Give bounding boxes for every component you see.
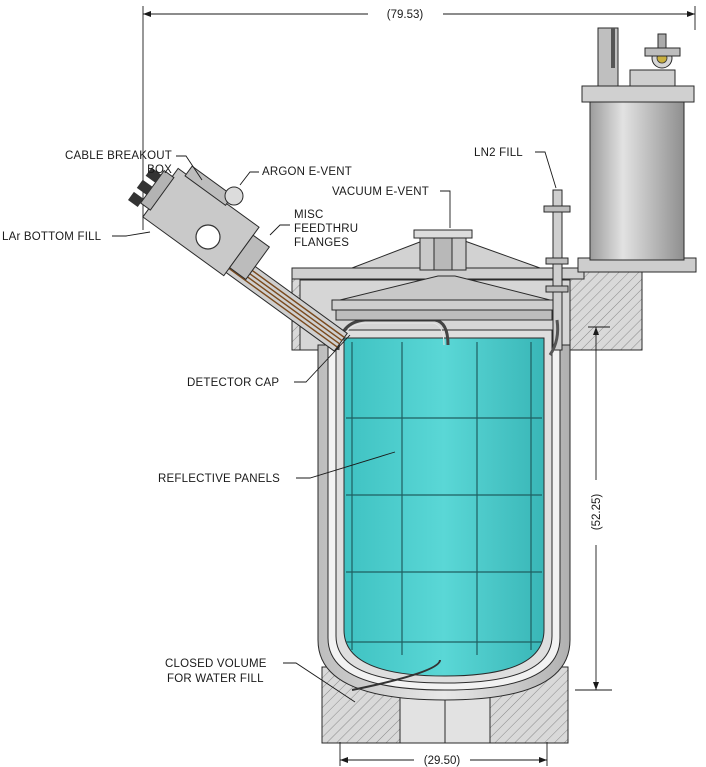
cable-breakout-assembly bbox=[128, 165, 348, 352]
label-argon-event: ARGON E-VENT bbox=[262, 166, 352, 178]
height-dimension-text: (52.25) bbox=[591, 494, 603, 531]
ln2-fill-pipe bbox=[543, 189, 571, 356]
label-feedthru: FEEDTHRU bbox=[294, 223, 358, 235]
inner-width-dimension: (29.50) bbox=[339, 742, 548, 767]
overall-width-dimension: (79.53) bbox=[142, 6, 696, 230]
label-water-fill: FOR WATER FILL bbox=[167, 673, 264, 685]
argon-volume bbox=[336, 318, 545, 691]
label-vacuum-event: VACUUM E-VENT bbox=[332, 186, 429, 198]
leader-lines bbox=[112, 151, 557, 703]
label-ln2-fill: LN2 FILL bbox=[474, 147, 523, 159]
detector-cap bbox=[331, 275, 557, 321]
label-cable-breakout: CABLE BREAKOUT bbox=[65, 150, 172, 162]
label-detector-cap: DETECTOR CAP bbox=[187, 377, 279, 389]
label-closed-volume: CLOSED VOLUME bbox=[165, 658, 267, 670]
label-misc: MISC bbox=[294, 209, 324, 221]
overall-width-text: (79.53) bbox=[387, 9, 424, 21]
label-lar-bottom-fill: LAr BOTTOM FILL bbox=[2, 231, 102, 243]
label-flanges: FLANGES bbox=[294, 237, 349, 249]
reflective-panel-grid bbox=[346, 342, 542, 655]
height-dimension: (52.25) bbox=[575, 326, 612, 691]
callout-labels: CABLE BREAKOUT BOX ARGON E-VENT LAr BOTT… bbox=[2, 147, 523, 685]
vacuum-event-port bbox=[351, 229, 541, 271]
inner-width-text: (29.50) bbox=[424, 755, 461, 767]
label-cable-breakout-box: BOX bbox=[147, 164, 172, 176]
cryocooler-cylinder bbox=[577, 27, 697, 273]
label-reflective-panels: REFLECTIVE PANELS bbox=[158, 473, 280, 485]
